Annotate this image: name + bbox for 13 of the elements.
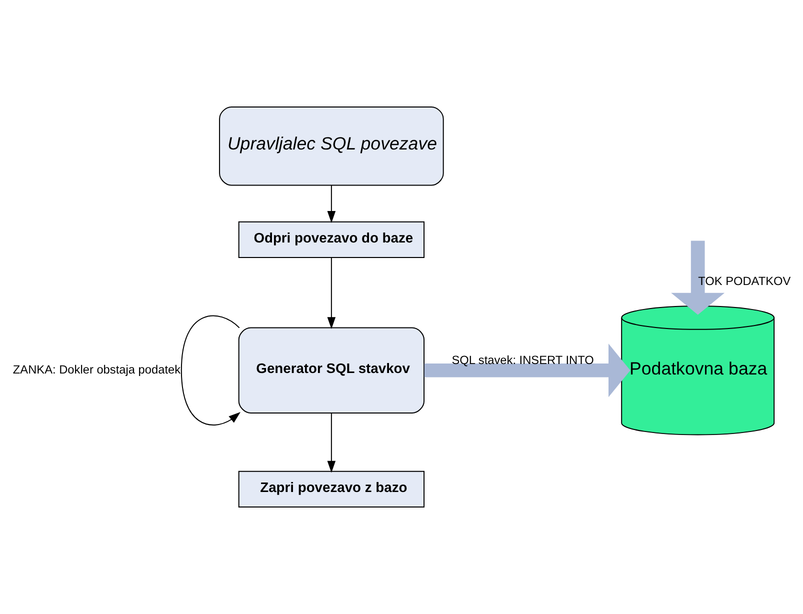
- arrow: [327, 412, 336, 473]
- arrow: [180, 315, 240, 426]
- node-box: Upravljalec SQL povezave: [219, 106, 444, 186]
- node-box: Generator SQL stavkov: [238, 327, 425, 414]
- arrow: [424, 344, 630, 398]
- node-box: Zapri povezavo z bazo: [238, 470, 425, 508]
- arrow: [671, 240, 725, 315]
- node-box: Odpri povezavo do baze: [238, 221, 425, 258]
- edge-label: SQL stavek: INSERT INTO: [452, 353, 594, 368]
- edge-label: ZANKA: Dokler obstaja podatek: [12, 362, 181, 376]
- arrow: [327, 257, 336, 330]
- edge-label: TOK PODATKOV: [698, 274, 791, 288]
- arrow: [327, 184, 336, 223]
